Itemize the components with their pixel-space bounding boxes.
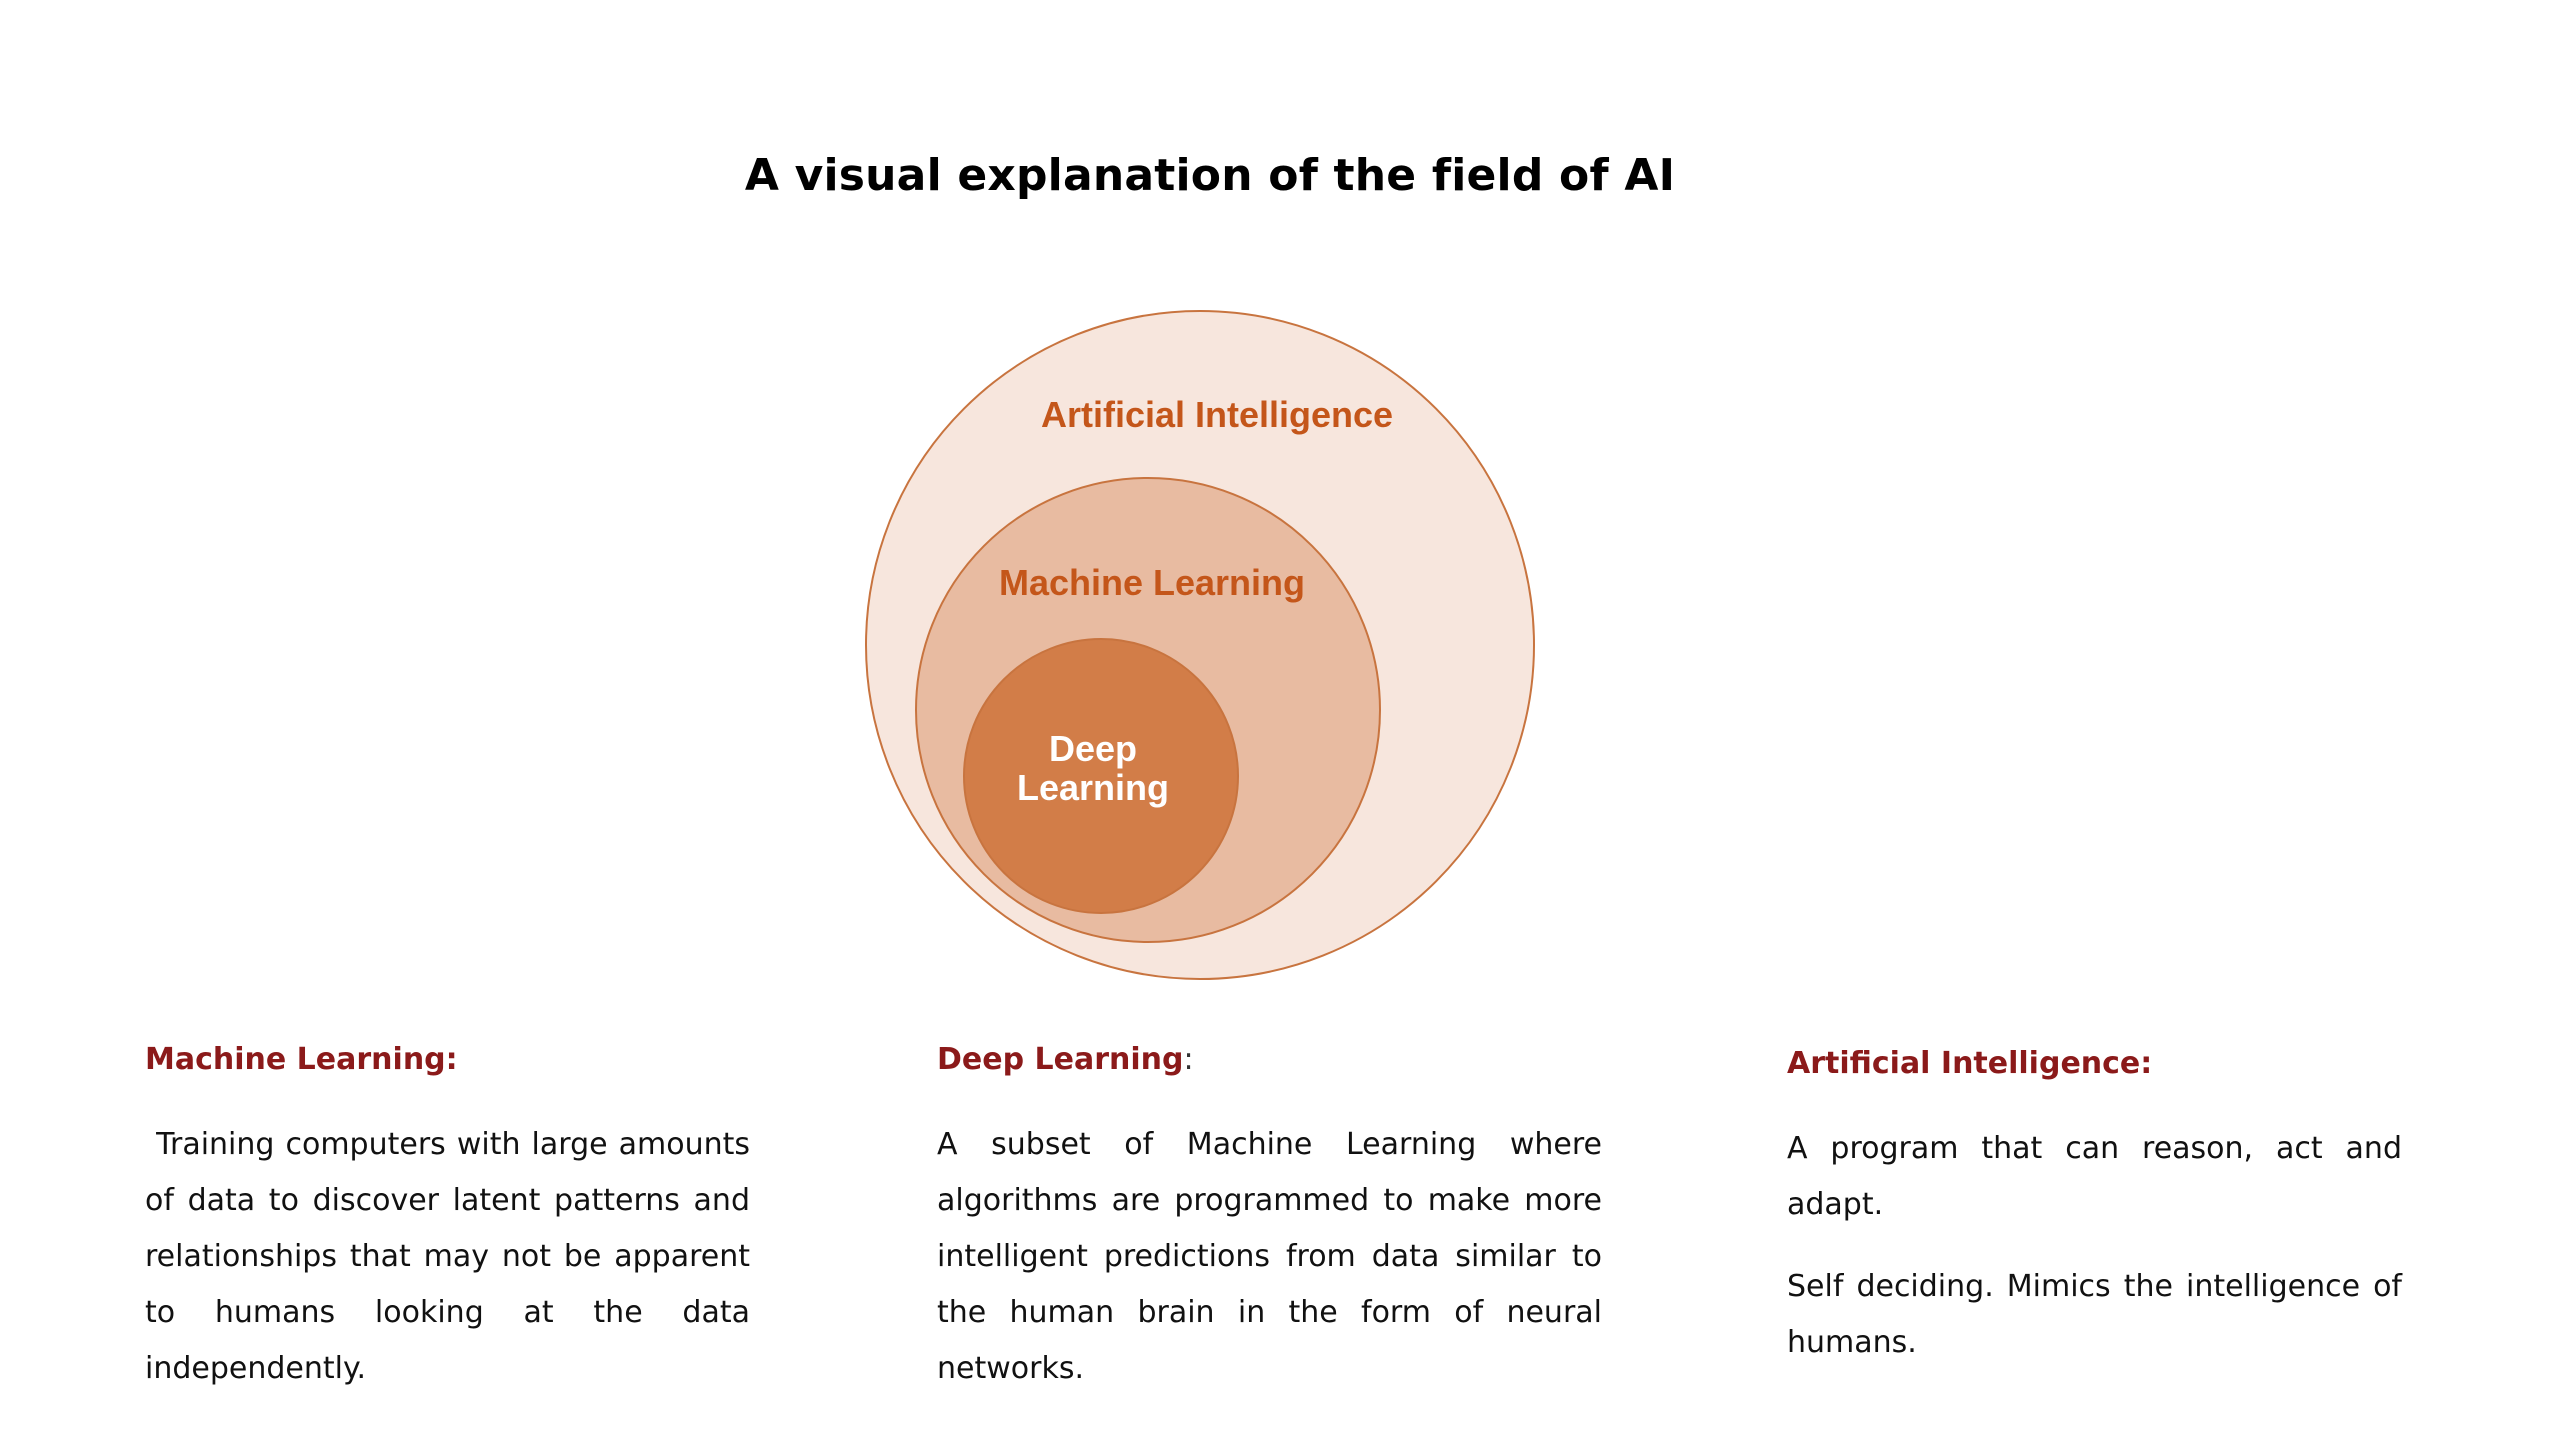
ai-definition: Artificial Intelligence: A program that … — [1787, 1044, 2402, 1397]
dl-circle — [963, 638, 1239, 914]
dl-heading-colon: : — [1183, 1042, 1194, 1077]
dl-definition: Deep Learning: A subset of Machine Learn… — [937, 1040, 1602, 1423]
ml-definition: Machine Learning: Training computers wit… — [145, 1040, 750, 1423]
ai-label: Artificial Intelligence — [1041, 394, 1393, 435]
dl-label-line1: Deep — [1049, 728, 1137, 769]
dl-heading-wrap: Deep Learning: — [937, 1040, 1602, 1079]
dl-label-line2: Learning — [1017, 767, 1169, 808]
ai-description-1: A program that can reason, act and adapt… — [1787, 1131, 2402, 1222]
ml-heading: Machine Learning: — [145, 1042, 458, 1077]
dl-description: A subset of Machine Learning where algor… — [937, 1127, 1602, 1386]
ml-label: Machine Learning — [999, 562, 1305, 603]
ai-description-2: Self deciding. Mimics the intelligence o… — [1787, 1269, 2402, 1360]
ai-heading: Artificial Intelligence: — [1787, 1046, 2153, 1081]
ml-description: Training computers with large amounts of… — [145, 1127, 760, 1386]
venn-svg: Artificial Intelligence Machine Learning… — [865, 310, 1535, 980]
dl-heading: Deep Learning — [937, 1042, 1184, 1077]
page-title: A visual explanation of the field of AI — [744, 150, 1676, 201]
nested-venn-diagram: Artificial Intelligence Machine Learning… — [860, 305, 1540, 985]
